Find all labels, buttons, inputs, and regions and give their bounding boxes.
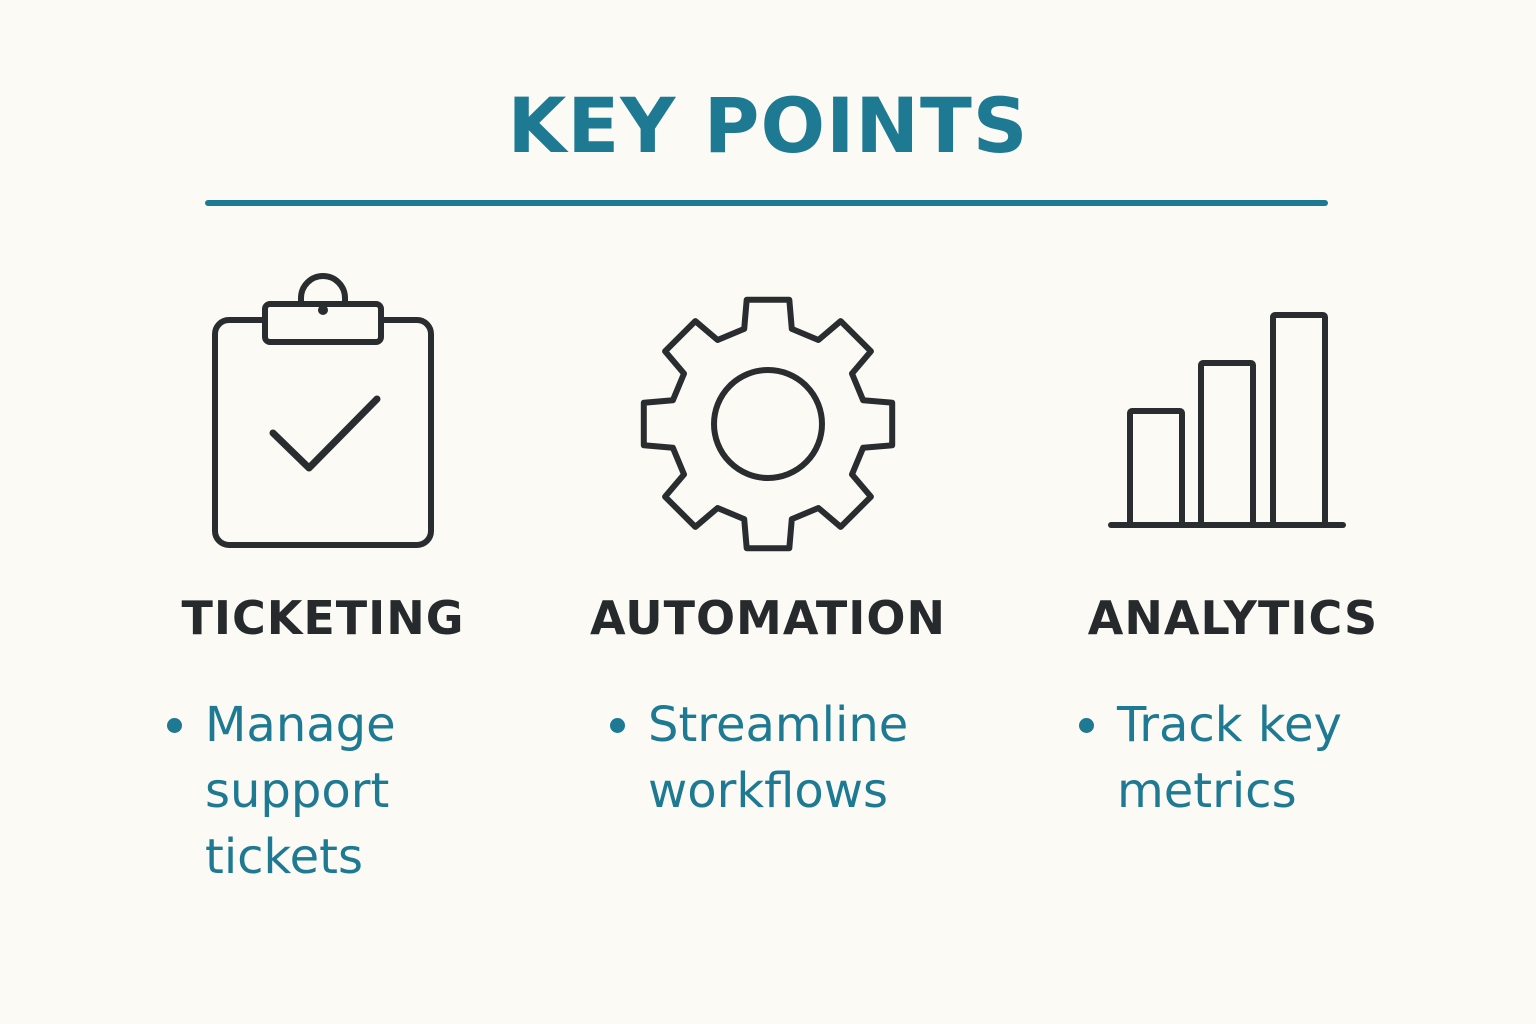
- bar-chart-icon: [1003, 270, 1463, 560]
- title-divider: [205, 200, 1328, 206]
- gear-icon: [538, 270, 998, 560]
- bullet-list: Track key metrics: [1075, 692, 1417, 824]
- bullet-list: Manage support tickets: [163, 692, 445, 890]
- bullet-dot: [167, 718, 182, 733]
- bullet-list: Streamline workflows: [606, 692, 968, 824]
- bullet-item: Streamline workflows: [606, 692, 968, 824]
- bullet-item: Manage support tickets: [163, 692, 445, 890]
- page-title: KEY POINTS: [507, 81, 1029, 170]
- clipboard-check-icon: [93, 270, 553, 560]
- key-point-heading: AUTOMATION: [590, 591, 946, 645]
- bullet-dot: [610, 718, 625, 733]
- bullet-item: Track key metrics: [1075, 692, 1417, 824]
- bullet-dot: [1079, 718, 1094, 733]
- key-point-heading: TICKETING: [181, 591, 465, 645]
- bullet-text: Streamline workflows: [648, 697, 909, 819]
- key-point-heading: ANALYTICS: [1087, 591, 1379, 645]
- bullet-text: Manage support tickets: [205, 697, 396, 885]
- bullet-text: Track key metrics: [1117, 697, 1342, 819]
